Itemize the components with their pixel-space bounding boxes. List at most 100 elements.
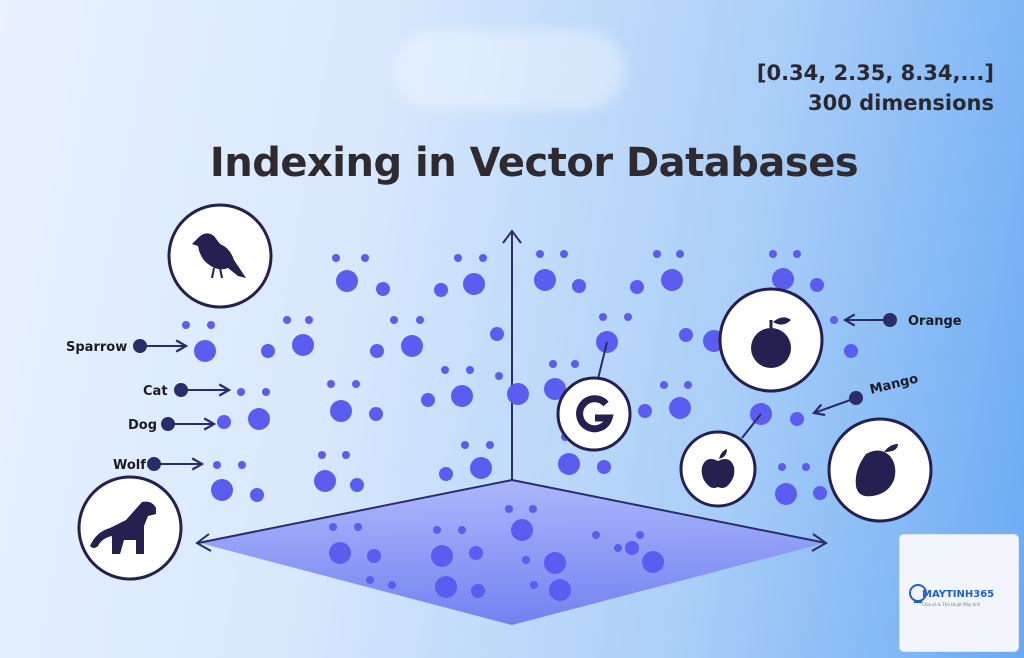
logo-name: MAYTINH365 xyxy=(922,589,995,600)
vector-point xyxy=(486,441,494,449)
vector-point xyxy=(370,344,384,358)
vector-point xyxy=(529,505,537,513)
vector-point xyxy=(237,388,245,396)
vector-point xyxy=(507,383,529,405)
vector-point xyxy=(305,316,313,324)
axes xyxy=(195,229,828,552)
vector-point xyxy=(592,531,600,539)
label-wolf: Wolf xyxy=(113,458,146,473)
vector-point xyxy=(330,400,352,422)
vector-point xyxy=(283,316,291,324)
vector-notation: [0.34, 2.35, 8.34,...] 300 dimensions xyxy=(757,58,994,118)
vector-point xyxy=(684,381,692,389)
vector-point xyxy=(336,270,358,292)
vector-point xyxy=(653,250,661,258)
vector-point xyxy=(522,556,530,564)
vector-point xyxy=(676,250,684,258)
vector-point xyxy=(544,552,566,574)
vector-point xyxy=(534,269,556,291)
vector-point xyxy=(495,372,503,380)
label-orange: Orange xyxy=(908,314,962,329)
vector-point xyxy=(367,549,381,563)
vector-point xyxy=(401,335,423,357)
vector-point xyxy=(441,366,449,374)
vector-point xyxy=(435,576,457,598)
vector-point xyxy=(778,463,786,471)
vector-point xyxy=(769,250,777,258)
vector-point xyxy=(366,576,374,584)
vector-point xyxy=(597,460,611,474)
vector-point xyxy=(314,470,336,492)
vector-point xyxy=(479,254,487,262)
vector-point xyxy=(369,407,383,421)
base-plane xyxy=(200,480,825,625)
vector-point xyxy=(571,360,579,368)
vector-point xyxy=(318,451,326,459)
vector-point xyxy=(388,581,396,589)
vector-point xyxy=(546,556,554,564)
vector-point xyxy=(599,313,607,321)
vector-point xyxy=(549,579,571,601)
vector-point xyxy=(182,321,190,329)
label-mango: Mango xyxy=(868,371,919,397)
vector-point xyxy=(844,344,858,358)
vector-point xyxy=(421,393,435,407)
vector-point xyxy=(669,397,691,419)
vector-point xyxy=(211,479,233,501)
vector-point xyxy=(830,316,838,324)
vector-dimensions: 300 dimensions xyxy=(807,91,994,115)
axis-left-head xyxy=(195,533,212,552)
vector-point xyxy=(466,366,474,374)
vector-point xyxy=(451,385,473,407)
vector-point xyxy=(454,254,462,262)
vector-point xyxy=(327,380,335,388)
vector-point xyxy=(572,279,586,293)
vector-point xyxy=(505,505,513,513)
icon-connectors xyxy=(596,341,762,439)
vector-values: [0.34, 2.35, 8.34,...] xyxy=(756,61,994,85)
dog-icon xyxy=(77,475,183,581)
vector-point xyxy=(361,254,369,262)
axis-left xyxy=(197,479,513,544)
monitor-icon xyxy=(909,584,927,603)
vector-point xyxy=(660,381,668,389)
axis-right-head xyxy=(811,533,828,552)
vector-point xyxy=(463,273,485,295)
vector-point xyxy=(558,453,580,475)
vector-point xyxy=(469,546,483,560)
vector-point xyxy=(625,541,639,555)
vector-point xyxy=(458,526,466,534)
vector-point xyxy=(354,523,362,531)
vector-point xyxy=(439,467,453,481)
vector-point xyxy=(329,523,337,531)
vector-point xyxy=(434,283,448,297)
vector-point xyxy=(342,451,350,459)
google-icon xyxy=(556,376,632,452)
vector-point xyxy=(679,328,693,342)
vector-point xyxy=(376,282,390,296)
label-cat: Cat xyxy=(143,384,168,399)
vector-point xyxy=(549,360,557,368)
vector-point xyxy=(238,461,246,469)
vector-point xyxy=(490,327,504,341)
vector-point xyxy=(352,380,360,388)
apple-icon xyxy=(679,430,757,508)
orange-icon xyxy=(718,287,824,393)
label-arrows xyxy=(133,313,897,471)
bird-icon xyxy=(167,203,273,309)
logo-tagline: Chia sẻ & Thủ thuật Máy tính xyxy=(922,602,981,607)
vector-points xyxy=(182,250,858,601)
page-title: Indexing in Vector Databases xyxy=(209,140,859,186)
vector-point xyxy=(217,415,231,429)
vector-point xyxy=(530,581,538,589)
vector-point xyxy=(775,483,797,505)
vector-point xyxy=(810,278,824,292)
axis-vertical-head xyxy=(502,229,522,244)
label-dog: Dog xyxy=(128,418,157,433)
axis-right xyxy=(511,479,827,544)
mango-icon xyxy=(827,417,933,523)
vector-point xyxy=(470,457,492,479)
vector-point xyxy=(431,545,453,567)
vector-point xyxy=(790,412,804,426)
